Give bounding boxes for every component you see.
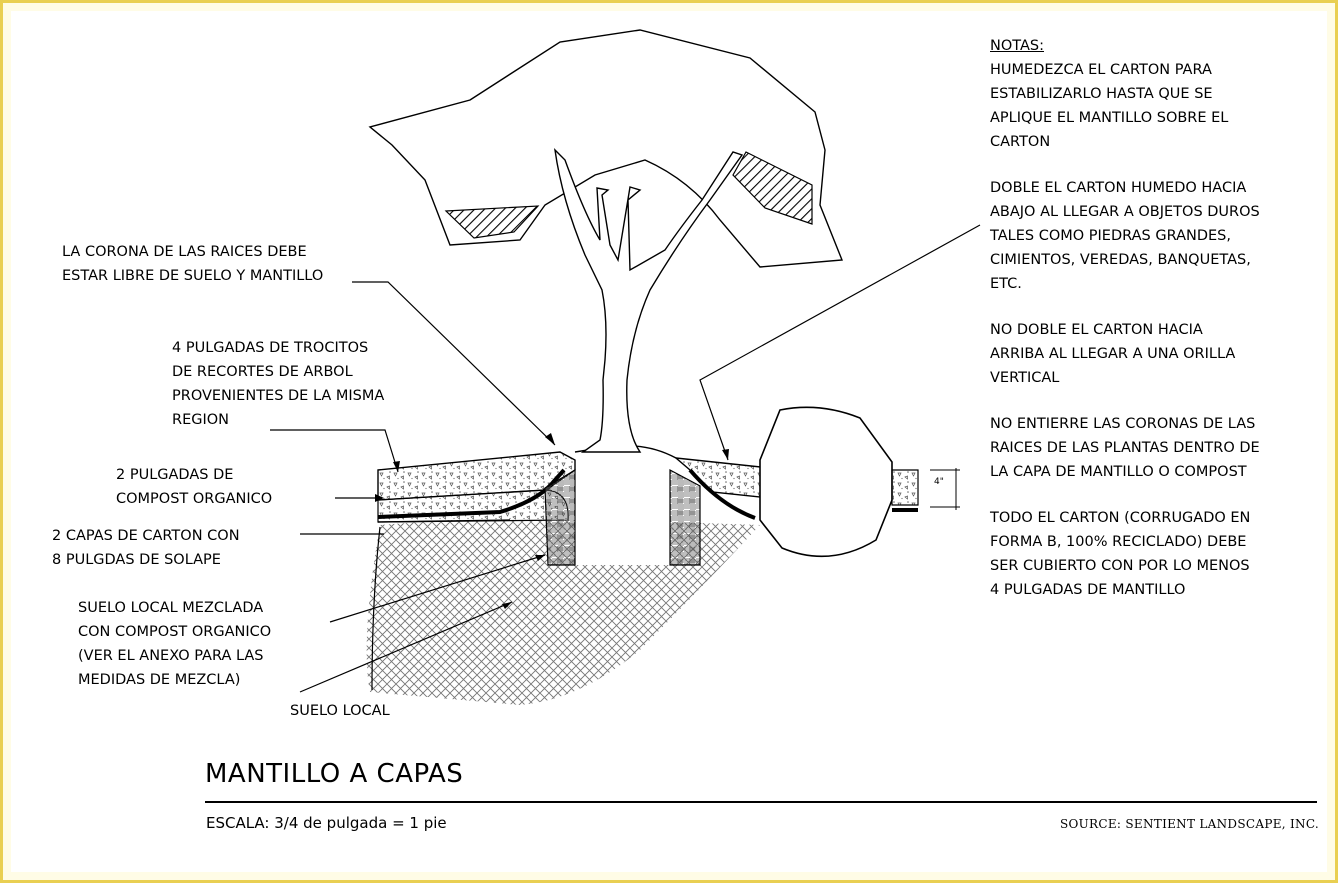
leader-lines bbox=[270, 224, 981, 693]
note-4: NO ENTIERRE LAS CORONAS DE LAS RAICES DE… bbox=[990, 416, 1260, 480]
drawing-title: MANTILLO A CAPAS bbox=[205, 759, 464, 789]
title-rule bbox=[205, 801, 1317, 803]
canopy-shadow-left bbox=[444, 205, 540, 239]
callout-cardboard: 2 CAPAS DE CARTON CON 8 PULGDAS DE SOLAP… bbox=[52, 528, 240, 568]
local-soil bbox=[366, 520, 760, 705]
note-1: HUMEDEZCA EL CARTON PARA ESTABILIZARLO H… bbox=[990, 62, 1229, 150]
note-3: NO DOBLE EL CARTON HACIA ARRIBA AL LLEGA… bbox=[990, 322, 1236, 386]
compost-layer-right bbox=[673, 457, 771, 499]
note-2: DOBLE EL CARTON HUMEDO HACIA ABAJO AL LL… bbox=[990, 180, 1260, 292]
callout-amended-soil: SUELO LOCAL MEZCLADA CON COMPOST ORGANIC… bbox=[78, 600, 272, 688]
callout-local-soil: SUELO LOCAL bbox=[290, 703, 390, 719]
dimension-marker: 4" bbox=[930, 468, 960, 510]
scale-note: ESCALA: 3/4 de pulgada = 1 pie bbox=[206, 814, 447, 832]
tree-trunk bbox=[554, 148, 744, 453]
rock bbox=[759, 406, 893, 558]
arrowheads bbox=[375, 433, 729, 609]
note-5: TODO EL CARTON (CORRUGADO EN FORMA B, 10… bbox=[990, 510, 1251, 598]
rootball-left bbox=[544, 468, 576, 566]
svg-text:4": 4" bbox=[934, 477, 944, 487]
notes-block: NOTAS: HUMEDEZCA EL CARTON PARA ESTABILI… bbox=[990, 34, 1330, 624]
callout-wood-chips: 4 PULGADAS DE TROCITOS DE RECORTES DE AR… bbox=[172, 340, 385, 428]
notes-title: NOTAS: bbox=[990, 38, 1044, 54]
callout-compost: 2 PULGADAS DE COMPOST ORGANICO bbox=[116, 467, 273, 507]
callout-root-crown: LA CORONA DE LAS RAICES DEBE ESTAR LIBRE… bbox=[62, 244, 324, 284]
rootball-right bbox=[669, 469, 701, 566]
tree-canopy bbox=[368, 29, 844, 268]
cardboard-left bbox=[377, 468, 566, 519]
cardboard-right bbox=[688, 468, 756, 520]
layer-strip-right bbox=[891, 469, 919, 506]
source-credit: SOURCE: SENTIENT LANDSCAPE, INC. bbox=[1059, 817, 1319, 831]
canopy-shadow-right bbox=[732, 151, 813, 225]
